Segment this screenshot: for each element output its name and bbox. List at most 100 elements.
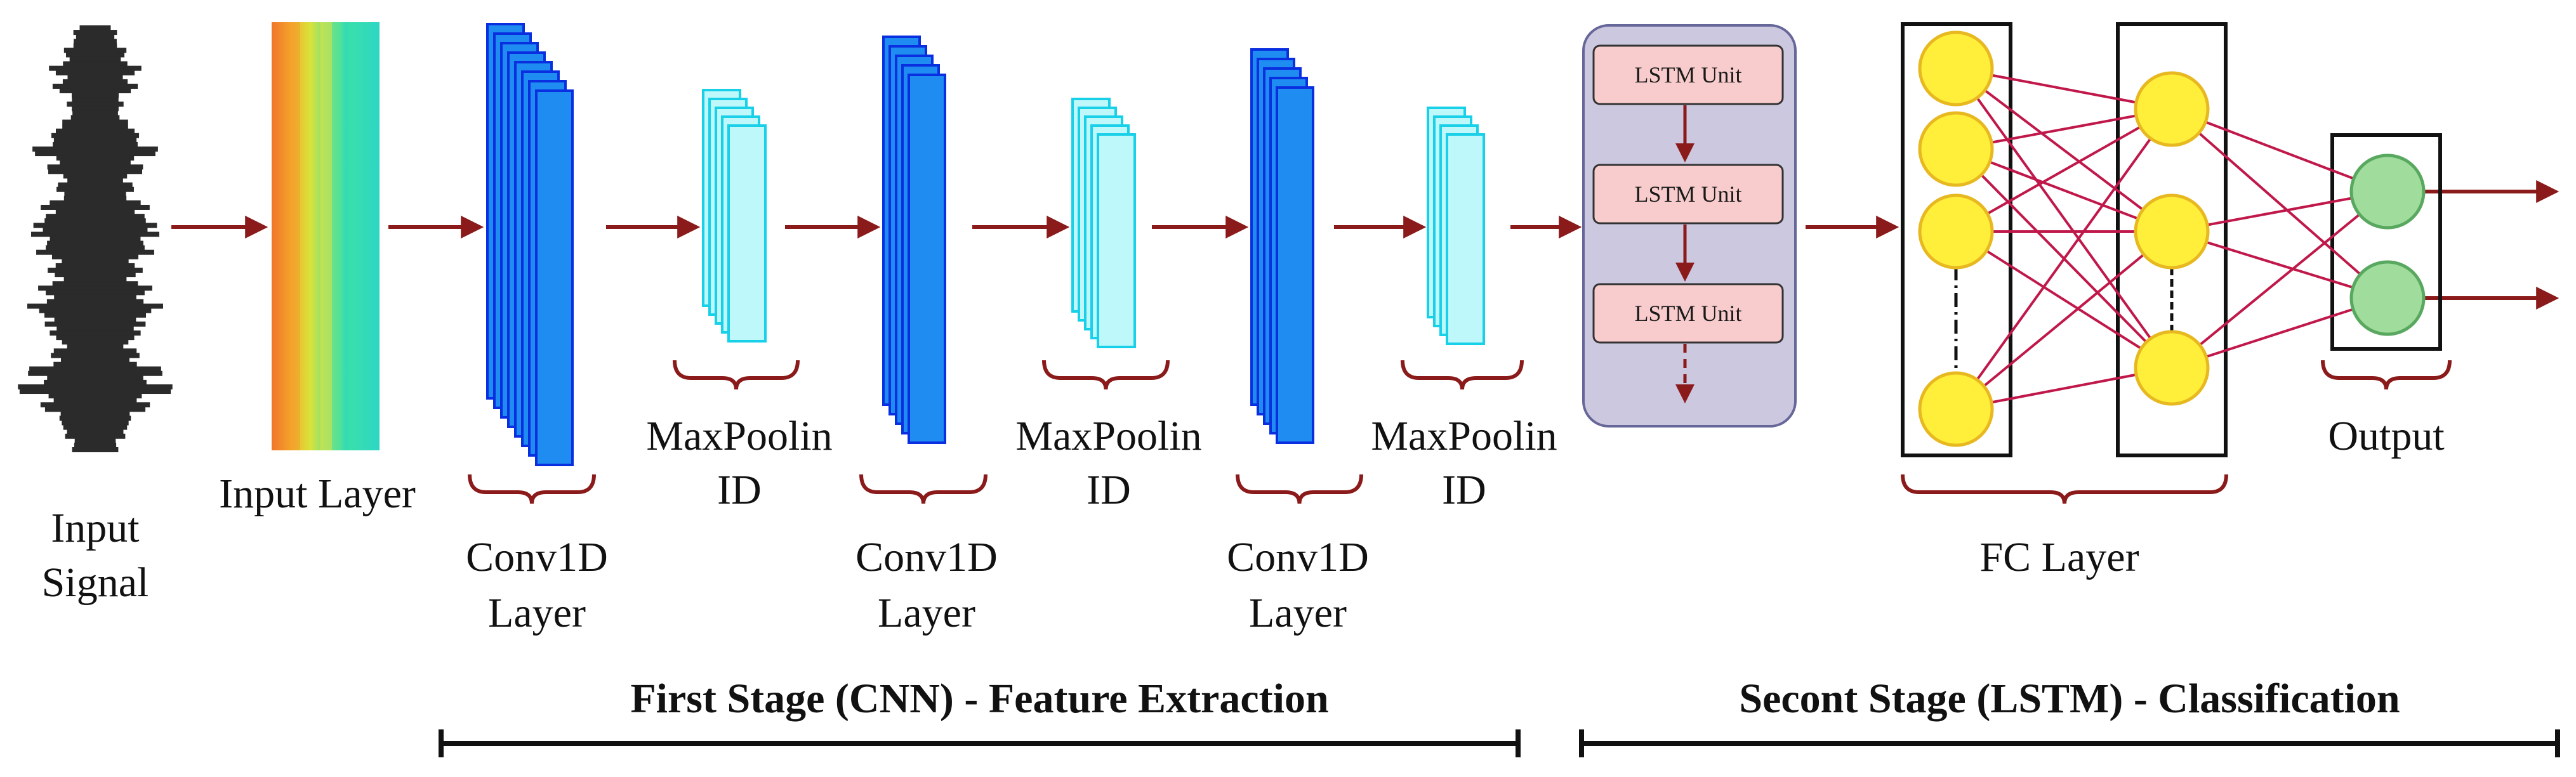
waveform-bar [69, 56, 121, 62]
fc-layer-label: FC Layer [1979, 534, 2139, 580]
waveform-bar [32, 147, 158, 152]
output-label: Output [2328, 413, 2445, 459]
waveform-bar [52, 281, 138, 287]
waveform-bar [56, 186, 134, 192]
waveform-bar [74, 442, 117, 448]
waveform-bar [27, 303, 164, 309]
waveform-bar [28, 370, 162, 376]
pool3-brace [1401, 360, 1524, 390]
waveform-bar [79, 25, 111, 30]
conv3-brace [1236, 474, 1363, 504]
waveform-bar [51, 353, 140, 358]
waveform-bar [44, 407, 146, 412]
waveform-bar [48, 268, 143, 273]
waveform-bar [44, 379, 147, 385]
waveform-bar [51, 254, 139, 259]
fc-edge [1955, 108, 2172, 233]
waveform-bar [44, 312, 146, 318]
feature-map [535, 89, 574, 466]
lstm-panel: LSTM Unit LSTM Unit LSTM Unit [1582, 24, 1797, 428]
lstm-unit-3: LSTM Unit [1592, 283, 1784, 344]
pool1-label-line2: ID [717, 467, 762, 513]
output-layer-box [2330, 133, 2442, 351]
conv2-label-line2: Layer [878, 590, 975, 636]
waveform-bar [46, 299, 144, 304]
lstm-unit-1: LSTM Unit [1592, 44, 1784, 105]
conv1-label-line2: Layer [488, 590, 586, 636]
input-signal-label-line1: Input [51, 505, 140, 551]
pool2-brace [1042, 360, 1170, 390]
waveform-bar [62, 258, 129, 264]
lstm-unit-2: LSTM Unit [1592, 164, 1784, 225]
waveform-bar [53, 362, 137, 367]
braces [468, 360, 2452, 504]
waveform-bar [19, 389, 171, 395]
lstm-unit-1-label: LSTM Unit [1634, 62, 1741, 88]
waveform-bar [41, 204, 150, 210]
waveform-bar [62, 339, 129, 345]
waveform-bar [40, 402, 150, 408]
waveform-bar [35, 151, 155, 157]
waveform-bar [70, 115, 120, 121]
fc-edge [1955, 108, 2173, 410]
pool3-label-line1: MaxPoolin [1371, 413, 1557, 459]
fc-node [1918, 30, 1994, 107]
waveform-bar [67, 344, 124, 349]
waveform-bar [64, 191, 126, 197]
pool1-brace [673, 360, 800, 390]
fc-node [1918, 193, 1994, 270]
input-signal-waveform [18, 25, 173, 452]
waveform-bar [55, 272, 136, 278]
waveform-bar [61, 357, 129, 363]
waveform-bar [18, 384, 173, 389]
lstm-unit-3-label: LSTM Unit [1634, 301, 1741, 326]
waveform-bar [30, 232, 160, 237]
fc-node [1918, 111, 1994, 187]
waveform-bar [67, 429, 124, 434]
maxpooling-layer-2-stack [1071, 98, 1136, 348]
output-node [2349, 153, 2426, 230]
waveform-bar [67, 101, 124, 107]
waveform-bar [54, 294, 136, 300]
waveform-bar [39, 308, 152, 313]
fc-node [2134, 330, 2210, 406]
feature-map [1276, 86, 1314, 444]
waveform-bar [53, 137, 137, 143]
waveform-bar [63, 48, 127, 53]
feature-map [727, 124, 767, 343]
fc-layer-2-box [2116, 22, 2228, 457]
waveform-bar [62, 124, 128, 129]
fc-layer-1-box [1901, 22, 2012, 457]
stage-brackets [439, 729, 2560, 757]
waveform-bar [46, 214, 145, 219]
fc-edge [1955, 230, 2173, 369]
waveform-bar [60, 411, 130, 417]
waveform-bar [72, 97, 119, 103]
waveform-bar [53, 398, 137, 403]
waveform-bar [63, 424, 128, 430]
waveform-bar [55, 209, 135, 215]
waveform-bar [36, 249, 154, 255]
waveform-bar [47, 164, 143, 170]
pool1-label-line1: MaxPoolin [646, 413, 833, 459]
waveform-bar [46, 290, 145, 296]
waveform-bar [55, 263, 135, 268]
fc-layer-brace [1901, 474, 2228, 504]
waveform-bar [33, 223, 157, 228]
waveform-bar [56, 128, 135, 134]
fc-node [1918, 371, 1994, 447]
feature-map [908, 74, 946, 444]
first-stage-title: First Stage (CNN) - Feature Extraction [630, 676, 1329, 722]
conv1-brace [468, 474, 596, 504]
waveform-bar [46, 245, 145, 251]
waveform-bar [51, 133, 140, 138]
maxpooling-layer-1-stack [702, 89, 767, 343]
waveform-bar [72, 447, 119, 452]
conv3-label-line1: Conv1D [1227, 534, 1369, 580]
waveform-bar [62, 119, 128, 125]
feature-map [1446, 133, 1485, 345]
conv1d-layer-1-stack [486, 23, 574, 466]
waveform-bar [65, 433, 126, 439]
waveform-bar [29, 366, 161, 372]
waveform-bar [63, 173, 128, 179]
